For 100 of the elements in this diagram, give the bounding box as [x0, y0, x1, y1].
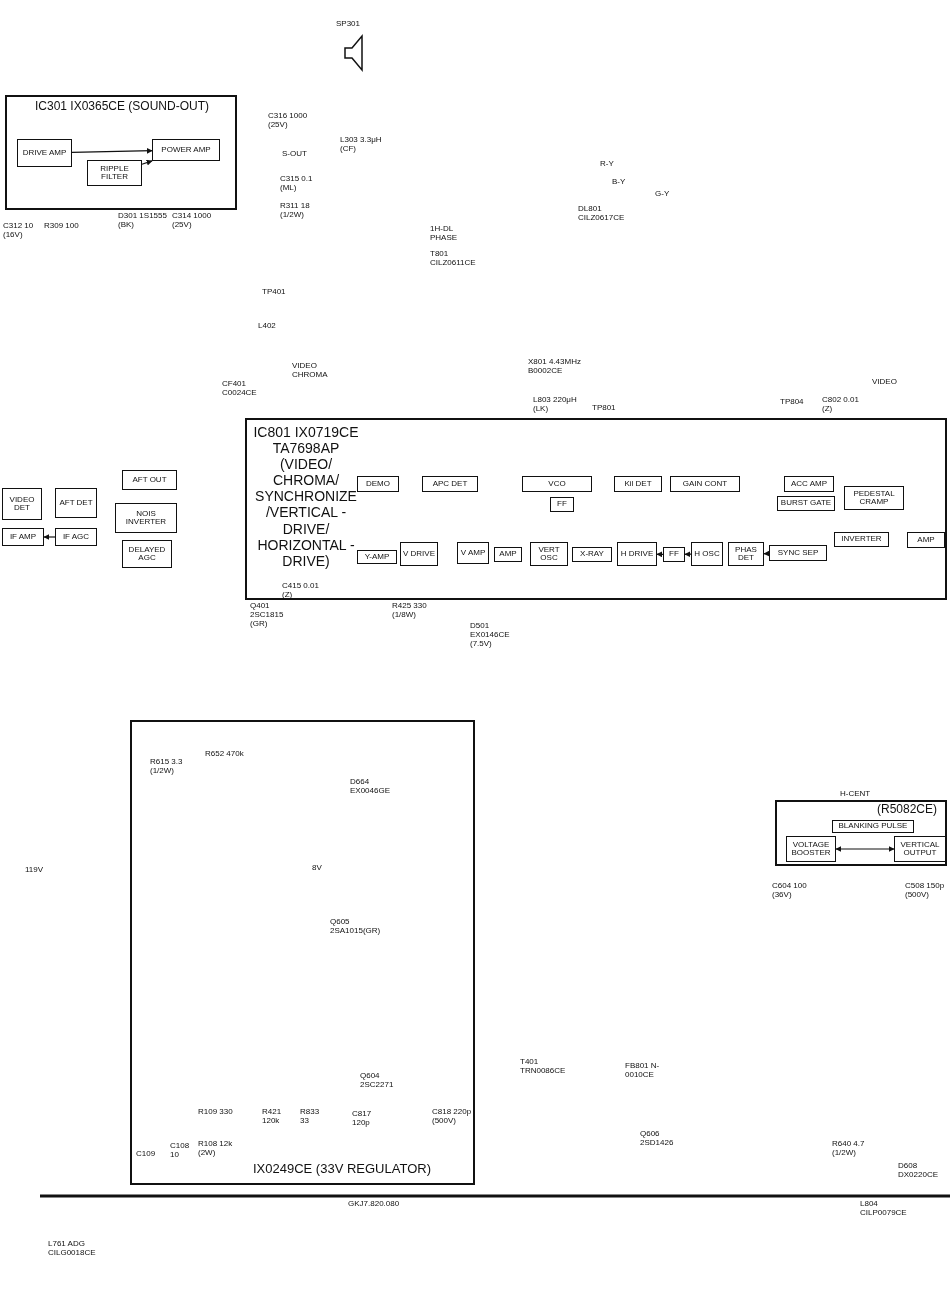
component-label: H-CENT [840, 790, 872, 799]
component-label: C314 1000 (25V) [172, 212, 213, 230]
function-block: PEDESTAL CRAMP [844, 486, 904, 510]
component-label: X801 4.43MHz B0002CE [528, 358, 582, 376]
arrow [43, 534, 56, 540]
component-label: GKJ7.820.080 [348, 1200, 401, 1209]
component-label: Q605 2SA1015(GR) [330, 918, 382, 936]
function-block: GAIN CONT [670, 476, 740, 492]
function-block: BLANKING PULSE [832, 820, 914, 833]
component-label: VIDEO CHROMA [292, 362, 329, 380]
component-label: D301 1S1555 (BK) [118, 212, 168, 230]
component-label: R615 3.3 (1/2W) [150, 758, 184, 776]
component-label: R309 100 [44, 222, 80, 231]
function-block: ACC AMP [784, 476, 834, 492]
component-label: C108 10 [170, 1142, 191, 1160]
component-label: C802 0.01 (Z) [822, 396, 860, 414]
component-label: C316 1000 (25V) [268, 112, 309, 130]
component-label: D664 EX0046GE [350, 778, 392, 796]
component-label: S-OUT [282, 150, 308, 159]
component-label: D608 DX0220CE [898, 1162, 940, 1180]
regulator-circuit-frame [130, 720, 475, 1185]
arrow [684, 551, 692, 558]
component-label: C818 220p (500V) [432, 1108, 473, 1126]
component-label: C604 100 (36V) [772, 882, 808, 900]
function-block: SYNC SEP [769, 545, 827, 561]
function-block: BURST GATE [777, 496, 835, 511]
function-block: VCO [522, 476, 592, 492]
function-block: POWER AMP [152, 139, 220, 161]
component-label: C508 150p (500V) [905, 882, 946, 900]
ic-title: IX0249CE (33V REGULATOR) [252, 1162, 432, 1177]
ic-outline [775, 800, 947, 866]
component-label: R833 33 [300, 1108, 321, 1126]
component-label: 119V [25, 866, 45, 875]
component-label: T401 TRN0086CE [520, 1058, 567, 1076]
component-label: DL801 CILZ0617CE [578, 205, 626, 223]
arrow [835, 846, 895, 852]
component-label: L761 ADG CILG0018CE [48, 1240, 97, 1258]
ic-title: (R5082CE) [876, 803, 938, 817]
arrow [141, 159, 153, 166]
component-label: FB801 N-0010CE [625, 1062, 661, 1080]
function-block: PHAS DET [728, 542, 764, 566]
function-block: APC DET [422, 476, 478, 492]
ic-outline [245, 418, 947, 600]
component-label: TP804 [780, 398, 805, 407]
component-label: TP401 [262, 288, 287, 297]
component-label: T801 CILZ0611CE [430, 250, 477, 268]
ic-title: IC301 IX0365CE (SOUND-OUT) [33, 100, 210, 114]
component-label: L303 3.3μH (CF) [340, 136, 383, 154]
function-block: H OSC [691, 542, 723, 566]
function-block: VIDEO DET [2, 488, 42, 520]
function-block: FF [663, 547, 685, 562]
function-block: IF AMP [2, 528, 44, 546]
component-label: R421 120k [262, 1108, 283, 1126]
component-label: Q604 2SC2271 [360, 1072, 395, 1090]
function-block: DELAYED AGC [122, 540, 172, 568]
function-block: RIPPLE FILTER [87, 160, 142, 186]
function-block: FF [550, 497, 574, 512]
function-block: X-RAY [572, 547, 612, 562]
function-block: AFT DET [55, 488, 97, 518]
function-block: DRIVE AMP [17, 139, 72, 167]
component-label: B-Y [612, 178, 627, 187]
function-block: V DRIVE [400, 542, 438, 566]
function-block: INVERTER [834, 532, 889, 547]
component-label: 1H-DL PHASE [430, 225, 459, 243]
component-label: R311 18 (1/2W) [280, 202, 311, 220]
component-label: R652 470k [205, 750, 245, 759]
function-block: IF AGC [55, 528, 97, 546]
component-label: TP801 [592, 404, 617, 413]
function-block: DEMO [357, 476, 399, 492]
component-label: L402 [258, 322, 277, 331]
component-label: L804 CILP0079CE [860, 1200, 908, 1218]
function-block: VERT OSC [530, 542, 568, 566]
component-label: Q401 2SC1815 (GR) [250, 602, 285, 629]
component-label: G-Y [655, 190, 671, 199]
component-label: C315 0.1 (ML) [280, 175, 314, 193]
function-block: AMP [907, 532, 945, 548]
function-block: Y-AMP [357, 550, 397, 564]
component-label: R109 330 [198, 1108, 233, 1117]
component-label: C109 [136, 1150, 157, 1159]
function-block: AMP [494, 547, 522, 562]
function-block: AFT OUT [122, 470, 177, 490]
function-block: Kil DET [614, 476, 662, 492]
component-label: VIDEO [872, 378, 898, 387]
component-label: C817 120p [352, 1110, 373, 1128]
component-label: R640 4.7 (1/2W) [832, 1140, 866, 1158]
component-label: 8V [312, 864, 323, 873]
component-label: D501 EX0146CE (7.5V) [470, 622, 511, 649]
ic-outline [5, 95, 237, 210]
function-block: NOIS INVERTER [115, 503, 177, 533]
component-label: L803 220μH (LK) [533, 396, 578, 414]
component-label: R108 12k (2W) [198, 1140, 233, 1158]
component-label: C312 10 (16V) [3, 222, 35, 240]
arrow [656, 551, 664, 558]
ic-title: IC801 IX0719CE TA7698AP (VIDEO/ CHROMA/ SYNCHRONIZE /VERTICAL -DRIVE/ HORIZONTAL -DRIVE) [252, 424, 360, 569]
function-block: H DRIVE [617, 542, 657, 566]
function-block: V AMP [457, 542, 489, 564]
component-label: R425 330 (1/8W) [392, 602, 428, 620]
component-label: CF401 C0024CE [222, 380, 258, 398]
function-block: VOLTAGE BOOSTER [786, 836, 836, 862]
arrow [763, 550, 770, 557]
